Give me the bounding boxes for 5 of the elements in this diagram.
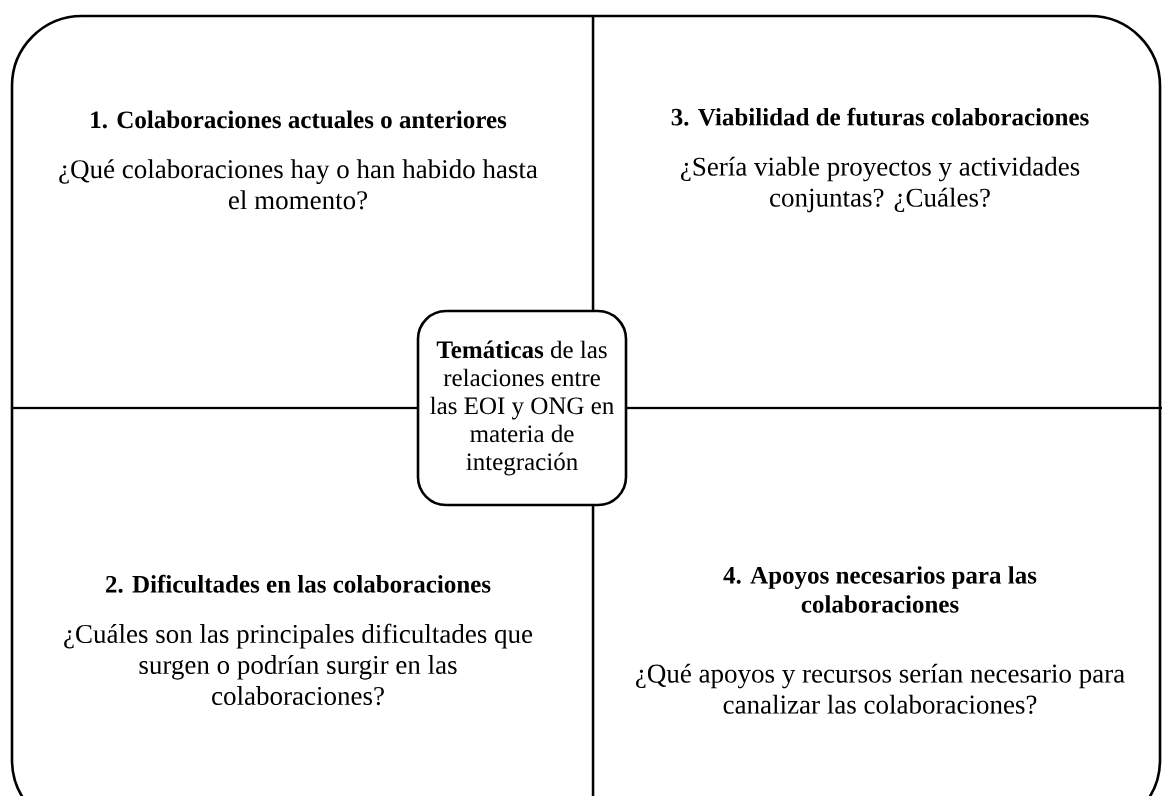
topic-box: Temáticas de las relaciones entre las EOI y ONG en materia de integración: [416, 309, 628, 507]
quadrant-text: 1. Colaboraciones actuales o anteriores ¿Qué colaboraciones hay o han habido hasta el momento?: [59, 110, 538, 210]
quadrant-text: 3. Viabilidad de futuras colaboraciones ¿Sería viable proyectos y actividades conjuntas? ¿Cuáles?: [671, 107, 1089, 213]
quadrant-text: 4. Apoyos necesarios para las colaboraciones ¿Qué apoyos y recursos serían necesario para canalizar las colaboraciones?: [636, 566, 1125, 714]
quadrant-text: 2. Dificultades en las colaboraciones ¿Cuáles son las principales dificultades que surgen o podrían surgir en las colaboraciones?: [64, 574, 533, 706]
